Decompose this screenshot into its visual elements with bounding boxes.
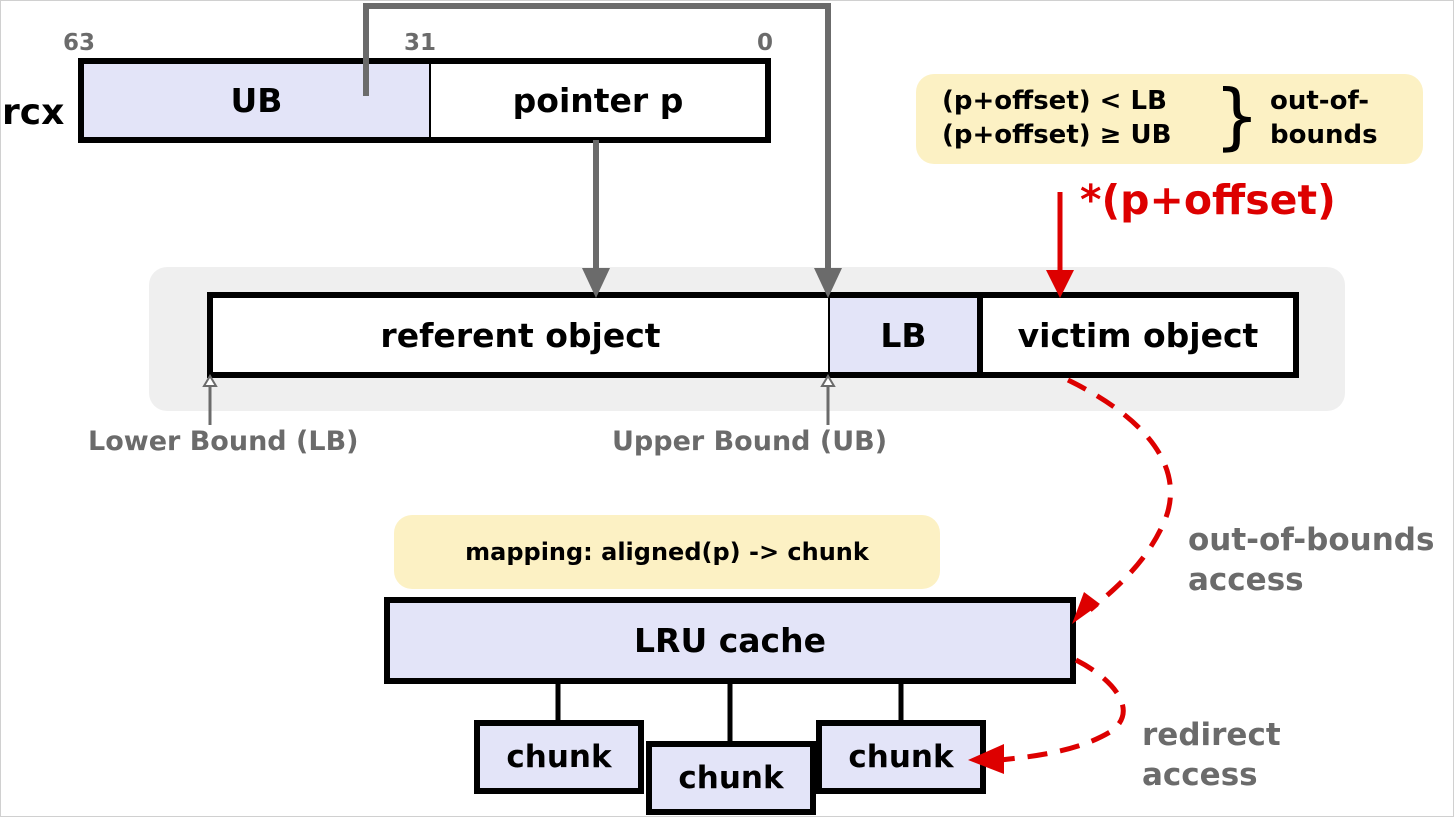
lru-cache-label: LRU cache xyxy=(634,621,826,660)
condition-line-2: (p+offset) ≥ UB xyxy=(942,120,1172,150)
lb-field-label: LB xyxy=(880,315,927,355)
bit-label-31: 31 xyxy=(404,30,437,56)
ub-pointer-arrow-line xyxy=(363,3,831,270)
chunk-label-3: chunk xyxy=(848,739,954,775)
upper-bound-marker-head xyxy=(820,374,836,387)
memory-layout-box: referent object LB victim object xyxy=(207,292,1299,378)
referent-object-label: referent object xyxy=(380,315,661,355)
oob-access-label-line-2: access xyxy=(1188,562,1304,598)
referent-object: referent object xyxy=(213,298,830,372)
condition-result-line-2: bounds xyxy=(1270,120,1378,150)
condition-brace: } xyxy=(1214,74,1260,158)
lower-bound-marker-head xyxy=(202,374,218,387)
register-ub-field: UB xyxy=(84,64,431,137)
oob-access-arrowhead xyxy=(1072,592,1100,624)
deref-arrowhead xyxy=(1046,270,1074,298)
bit-label-0: 0 xyxy=(757,30,774,56)
register-pointer-field: pointer p xyxy=(431,64,765,137)
register-pointer-label: pointer p xyxy=(512,81,684,120)
lower-bound-label: Lower Bound (LB) xyxy=(88,426,359,457)
victim-object: victim object xyxy=(983,298,1293,372)
upper-bound-label: Upper Bound (UB) xyxy=(612,426,888,457)
bit-label-63: 63 xyxy=(63,30,96,56)
condition-result-line-1: out-of- xyxy=(1270,86,1370,116)
victim-object-label: victim object xyxy=(1017,315,1259,355)
mapping-note-text: mapping: aligned(p) -> chunk xyxy=(465,538,869,566)
oob-access-label-line-1: out-of-bounds xyxy=(1188,522,1435,558)
redirect-access-label-line-1: redirect xyxy=(1142,717,1281,753)
redirect-access-arrowhead xyxy=(968,744,1004,774)
redirect-access-dashed-arrow xyxy=(999,657,1126,763)
chunk-label-2: chunk xyxy=(678,760,784,796)
mapping-note: mapping: aligned(p) -> chunk xyxy=(394,515,940,589)
redirect-access-label-line-2: access xyxy=(1142,757,1258,793)
register-box: UB pointer p xyxy=(78,58,771,143)
lru-cache-box: LRU cache xyxy=(384,597,1076,684)
condition-line-1: (p+offset) < LB xyxy=(942,86,1167,116)
oob-access-dashed-arrow xyxy=(1066,377,1173,612)
chunk-label-1: chunk xyxy=(506,739,612,775)
ub-pointer-arrowhead xyxy=(814,268,842,298)
register-ub-label: UB xyxy=(230,81,283,120)
bounds-condition-note: (p+offset) < LB (p+offset) ≥ UB } out-of… xyxy=(916,74,1423,164)
pointer-p-arrowhead xyxy=(582,268,610,298)
deref-expression: *(p+offset) xyxy=(1080,176,1336,224)
chunk-box-1: chunk xyxy=(474,720,644,794)
lb-field: LB xyxy=(830,298,983,372)
chunk-box-2: chunk xyxy=(646,741,816,815)
register-name: rcx xyxy=(2,92,65,133)
chunk-box-3: chunk xyxy=(816,720,986,794)
